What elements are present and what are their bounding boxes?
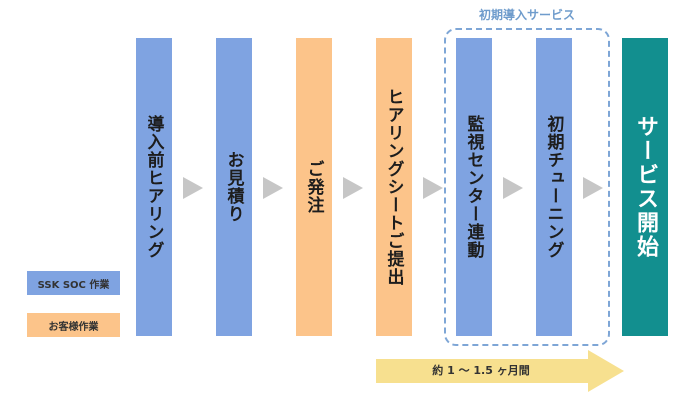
timeline-arrow-shape [376, 350, 624, 392]
arrow-right-icon [583, 177, 603, 199]
arrow-right-icon [423, 177, 443, 199]
arrow-right-icon [183, 177, 203, 199]
step-initial-tuning: 初期チューニング [536, 38, 572, 336]
group-title: 初期導入サービス [478, 8, 575, 22]
arrow-right-icon [503, 177, 523, 199]
arrow-right-icon [343, 177, 363, 199]
arrow-right-icon [263, 177, 283, 199]
step-service-start: サービス開始 [622, 38, 668, 336]
initial-setup-group-box [444, 28, 610, 346]
step-label: 監視センター連動 [463, 115, 484, 259]
step-pre-hearing: 導入前ヒアリング [136, 38, 172, 336]
step-hearing-sheet: ヒアリングシートご提出 [376, 38, 412, 336]
step-label: 導入前ヒアリング [143, 115, 164, 259]
step-estimate: お見積り [216, 38, 252, 336]
legend-ssk-soc-work: SSK SOC 作業 [27, 271, 120, 295]
step-monitoring-link: 監視センター連動 [456, 38, 492, 336]
step-label: ヒアリングシートご提出 [383, 88, 404, 286]
legend-customer-label: お客様作業 [48, 321, 99, 333]
timeline-arrow [376, 350, 624, 392]
timeline-label: 約 1 ～ 1.5 ヶ月間 [432, 364, 530, 377]
step-label: 初期チューニング [543, 115, 564, 259]
step-order: ご発注 [296, 38, 332, 336]
step-label: サービス開始 [633, 115, 658, 259]
legend-customer-work: お客様作業 [27, 313, 120, 337]
legend-ssk-label: SSK SOC 作業 [37, 279, 110, 291]
step-label: お見積り [223, 151, 244, 223]
step-label: ご発注 [303, 160, 324, 214]
